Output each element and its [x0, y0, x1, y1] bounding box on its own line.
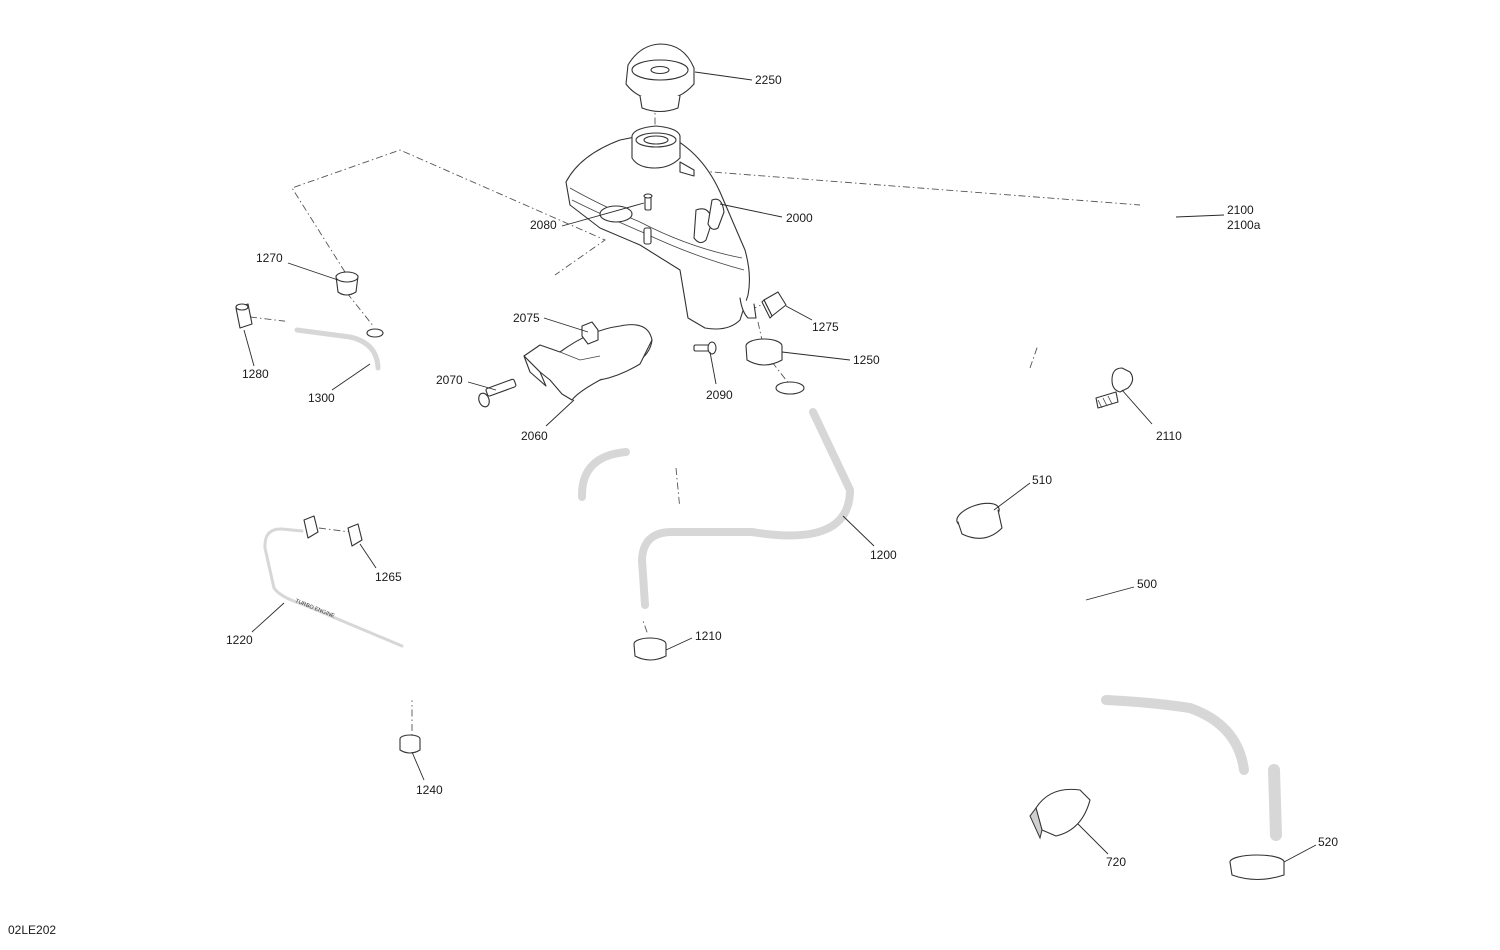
overflow-hose [975, 201, 1190, 445]
callout-2110: 2110 [1156, 429, 1182, 443]
clamp-1270 [335, 271, 359, 296]
main-hose-500 [985, 523, 1285, 860]
leader-lines [243, 71, 1317, 863]
elbow-hose [284, 312, 395, 381]
tank-bracket [523, 324, 653, 401]
coolant-hose-1200 [572, 381, 856, 621]
callout-2080: 2080 [530, 218, 557, 232]
clamp-1265 [303, 515, 363, 547]
bolt-2070 [478, 378, 517, 408]
radiator-cap [625, 43, 695, 113]
nut-2075 [581, 321, 599, 345]
callout-1220: 1220 [226, 633, 253, 647]
tank-screw [643, 193, 653, 211]
drawing-code: 02LE202 [8, 923, 56, 937]
callout-2070: 2070 [436, 373, 463, 387]
callout-1300: 1300 [308, 391, 335, 405]
clamp-510 [956, 502, 1003, 539]
bypass-hose: TURBO ENGINE [251, 517, 421, 701]
callout-2100: 2100 [1227, 203, 1254, 217]
callout-1275: 1275 [812, 320, 839, 334]
callouts: 2250 2080 2000 2100 2100a 1270 1280 1300… [226, 73, 1338, 869]
clamp-1240 [399, 734, 421, 754]
clamp-1280 [235, 303, 253, 329]
hose-clip [1095, 367, 1134, 409]
clamp-520 [1229, 854, 1285, 881]
bolt-2090 [693, 341, 717, 355]
callout-2250: 2250 [755, 73, 782, 87]
callout-1280: 1280 [242, 367, 269, 381]
callout-720: 720 [1106, 855, 1126, 869]
clamp-720 [1029, 788, 1091, 840]
callout-2060: 2060 [521, 429, 548, 443]
callout-510: 510 [1032, 473, 1052, 487]
expansion-tank [565, 125, 757, 330]
callout-1200: 1200 [870, 548, 897, 562]
callout-2000: 2000 [786, 211, 813, 225]
callout-1210: 1210 [695, 629, 722, 643]
callout-2090: 2090 [706, 388, 733, 402]
clamp-1275 [761, 291, 787, 319]
clamp-1210 [633, 637, 667, 661]
callout-500: 500 [1137, 577, 1157, 591]
callout-1265: 1265 [375, 570, 402, 584]
callout-1250: 1250 [853, 353, 880, 367]
clamp-1250 [745, 338, 783, 366]
callout-1270: 1270 [256, 251, 283, 265]
callout-2100a: 2100a [1227, 218, 1261, 232]
callout-2075: 2075 [513, 311, 540, 325]
callout-1240: 1240 [416, 783, 443, 797]
callout-520: 520 [1318, 835, 1338, 849]
